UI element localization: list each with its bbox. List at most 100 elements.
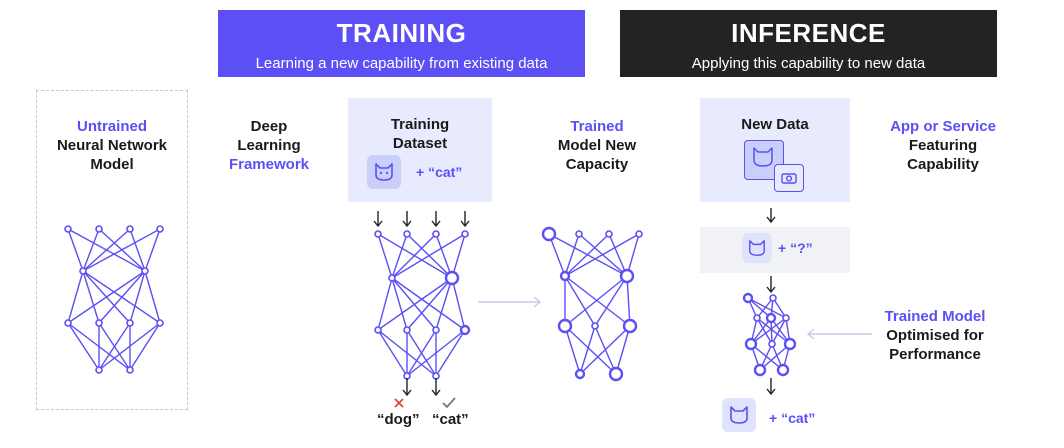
untrained-network-edge [82,270,100,324]
untrained-network-node [95,225,103,233]
trained-network-edge [626,275,631,327]
untrained-network-edge [144,228,161,272]
training-network-edge [391,233,408,279]
query-panel [700,227,850,273]
new-data-title: New Data [741,116,809,133]
trained-network-edge [564,325,581,375]
untrained-network-edge [98,322,131,371]
trained-network-node [557,318,573,334]
trained-network-edge [564,233,640,277]
trained-label: Trained Model New Capacity [557,118,637,173]
output-dog: “dog” [377,411,420,428]
trained-network-edge [564,233,610,277]
training-network-edge [377,277,453,331]
optimised-network-edge [750,343,784,371]
optimised-network-node [753,314,761,322]
training-network-node [461,230,469,238]
x-mark-icon [394,398,404,408]
trained-network-node [541,226,557,242]
untrained-network-edge [144,270,161,324]
trained-network-node [619,268,635,284]
untrained-network-node [126,225,134,233]
trained-network-node [559,270,571,282]
cat-icon [749,240,765,256]
cat-image-tile [722,398,756,432]
training-network-edge [435,329,466,377]
camera-icon [781,173,797,184]
flow-arrow-head [431,389,441,397]
dataset-caption: + “cat” [416,164,463,180]
inference-title: INFERENCE [731,18,886,48]
optimised-network-edge [756,317,791,345]
result-caption: + “cat” [769,410,816,426]
trained-network-node [591,322,599,330]
training-network-node [444,270,460,286]
untrained-network-node [126,366,134,374]
cat-icon [730,406,748,424]
inference-subtitle: Applying this capability to new data [691,55,926,72]
training-network-edge [377,233,393,279]
training-network-node [374,230,382,238]
query-caption: + “?” [778,240,813,256]
check-mark-icon [442,397,456,409]
trained-network-node [608,366,624,382]
untrained-network-node [156,225,164,233]
optimised-network-node [768,340,776,348]
training-network-edge [406,329,437,377]
untrained-network-edge [82,228,131,272]
trained-network-node [575,230,583,238]
trained-network-node [635,230,643,238]
untrained-network-node [64,225,72,233]
trained-network-edge [594,275,628,327]
flow-arrow-head [402,389,412,397]
trained-network-edge [564,275,631,327]
training-network-edge [406,329,466,377]
optimised-network-edge [759,343,791,371]
optimised-network-node [769,294,777,302]
training-network-edge [435,233,453,279]
untrained-network-node [95,366,103,374]
untrained-network-edge [82,228,100,272]
flow-arrow-head [402,220,412,228]
trained-network-edge [579,325,596,375]
untrained-network-edge [129,228,146,272]
optimised-network-node [742,292,754,304]
optimised-network-node [765,312,777,324]
training-network-edge [391,233,437,279]
trained-network-edge [626,233,640,277]
optimised-network-edge [756,297,774,319]
trained-network-edge [608,233,628,277]
untrained-network-node [141,267,149,275]
untrained-network-node [64,319,72,327]
training-network-edge [377,233,453,279]
flow-arrow-head [766,286,776,294]
training-network-edge [377,329,408,377]
untrained-network-edge [129,270,146,324]
optimised-network-edge [772,297,787,319]
flow-arrow-head [766,388,776,396]
camera-badge [774,164,804,192]
trained-network-node [605,230,613,238]
training-title: TRAINING [336,18,467,48]
training-network-edge [391,277,408,331]
training-banner: TRAINING Learning a new capability from … [218,10,585,77]
untrained-network-edge [67,322,100,371]
untrained-network-edge [67,270,84,324]
trained-network-edge [564,275,628,327]
flow-arrow-head [460,220,470,228]
untrained-network-node [156,319,164,327]
inference-banner: INFERENCE Applying this capability to ne… [620,10,997,77]
training-network-edge [451,233,466,279]
cat-image-tile [367,155,401,189]
optimised-network-node [776,363,790,377]
cat-icon [375,163,393,181]
training-network-edge [451,277,466,331]
connector-arrow-head [533,296,542,308]
optimised-network-edge [747,297,787,319]
untrained-network-node [79,267,87,275]
trained-network-edge [548,233,566,277]
training-network-edge [406,277,453,331]
flow-arrow-head [431,220,441,228]
untrained-network-node [95,319,103,327]
